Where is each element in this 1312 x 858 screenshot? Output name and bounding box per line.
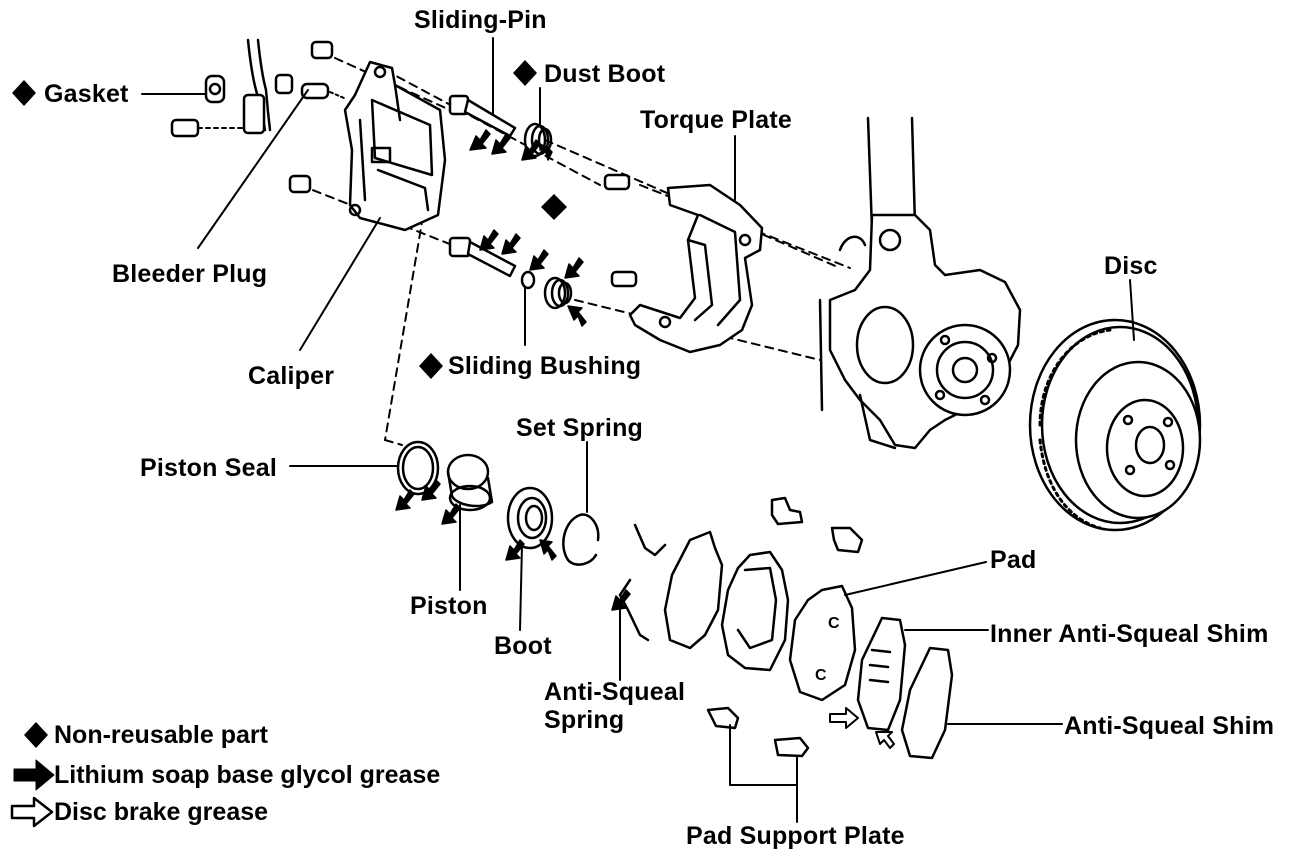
steering-knuckle-icon xyxy=(818,116,1022,450)
outer-pad-icon xyxy=(720,550,790,672)
anti-squeal-spring-label: Anti-Squeal Spring xyxy=(544,678,686,734)
legend-filled-arrow-icon xyxy=(13,759,55,791)
sliding-bushing-label: Sliding Bushing xyxy=(448,352,642,380)
svg-text:C: C xyxy=(828,615,840,632)
anti-squeal-shim-label: Anti-Squeal Shim xyxy=(1064,712,1275,740)
inner-pad-icon: C C xyxy=(788,584,857,702)
set-spring-icon xyxy=(562,513,600,566)
bleeder-plug-icon xyxy=(274,40,345,194)
piston-icon xyxy=(446,453,494,512)
legend-diamond-icon xyxy=(24,722,48,748)
legend-disc-brake-grease: Disc brake grease xyxy=(54,798,269,826)
boot-label: Boot xyxy=(494,632,552,660)
dust-boot-label: Dust Boot xyxy=(544,60,666,88)
lithium-grease-arrow-icon xyxy=(395,129,631,611)
legend-lithium-grease: Lithium soap base glycol grease xyxy=(54,761,441,789)
outer-shim-icon xyxy=(663,530,724,650)
anti-squeal-shim-icon xyxy=(900,646,954,760)
piston-seal-label: Piston Seal xyxy=(140,454,277,482)
caliper-icon xyxy=(343,60,447,232)
pad-support-plate-icon xyxy=(706,496,864,758)
torque-plate-label: Torque Plate xyxy=(640,106,792,134)
pad-label: Pad xyxy=(990,546,1037,574)
disc-label: Disc xyxy=(1104,252,1158,280)
pad-support-plate-label: Pad Support Plate xyxy=(686,822,905,850)
disc-rotor-icon xyxy=(1028,318,1202,532)
brake-hose-icon xyxy=(170,38,272,138)
sliding-pin-icon xyxy=(448,94,517,278)
anti-squeal-spring-icon xyxy=(618,523,667,642)
inner-anti-squeal-shim-label: Inner Anti-Squeal Shim xyxy=(990,620,1269,648)
inner-anti-squeal-shim-icon xyxy=(856,616,907,732)
sliding-bushing-icon xyxy=(520,270,536,290)
piston-label: Piston xyxy=(410,592,488,620)
boot-icon xyxy=(506,486,554,550)
set-spring-label: Set Spring xyxy=(516,414,644,442)
legend-non-reusable: Non-reusable part xyxy=(54,721,268,749)
sliding-pin-label: Sliding-Pin xyxy=(414,6,547,34)
caliper-label: Caliper xyxy=(248,362,335,390)
legend-outline-arrow-icon xyxy=(10,796,54,828)
non-reusable-diamond-icon xyxy=(12,60,567,379)
torque-plate-icon xyxy=(628,183,764,354)
bleeder-plug-label: Bleeder Plug xyxy=(112,260,268,288)
disc-brake-grease-arrow-icon xyxy=(829,707,895,749)
svg-text:C: C xyxy=(815,667,827,684)
leader-lines xyxy=(141,37,1135,823)
piston-seal-icon xyxy=(396,440,440,496)
dust-boot-icon xyxy=(523,122,573,310)
torque-plate-bolt-icon xyxy=(603,173,638,288)
gasket-label: Gasket xyxy=(44,80,129,108)
